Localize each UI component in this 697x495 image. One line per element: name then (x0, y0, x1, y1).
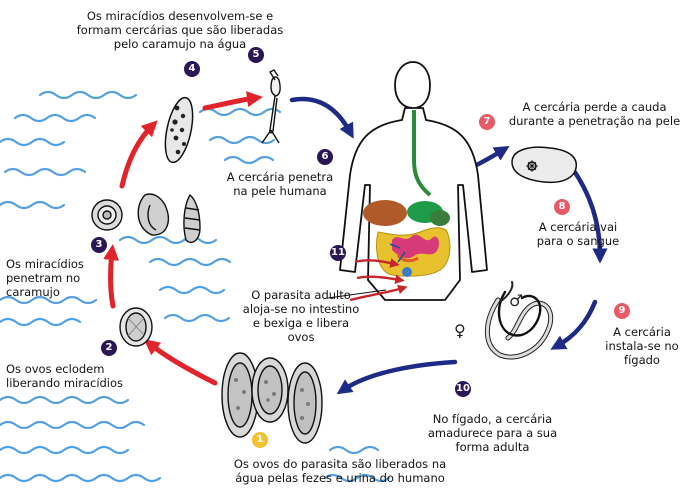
egg-illustrations (222, 353, 322, 443)
step-label-8: A cercária vai para o sangue (518, 220, 638, 248)
female-symbol: ♀ (454, 321, 466, 340)
arrow-snail-to-sporocyst (122, 126, 152, 186)
schistosomulum-illustration (512, 147, 576, 182)
step-label-6: A cercária penetra na pele humana (210, 170, 350, 198)
step-badge-11: 11 (330, 245, 346, 261)
arrow-sporocyst-to-cercaria (205, 98, 255, 108)
step-label-11: O parasita adulto aloja-se no intestino … (226, 288, 376, 344)
step-badge-1: 1 (252, 432, 268, 448)
male-symbol: ♂ (509, 291, 523, 310)
step-badge-3: 3 (91, 237, 107, 253)
human-body-illustration (340, 62, 487, 300)
step-label-7: A cercária perde a cauda durante a penet… (497, 100, 692, 128)
snail-shells (92, 194, 200, 242)
step-badge-10: 10 (455, 381, 471, 397)
step-badge-2: 2 (101, 340, 117, 356)
step-badge-9: 9 (614, 303, 630, 319)
step-label-9: A cercária instala-se no fígado (597, 325, 687, 367)
step-label-4: Os miracídios desenvolvem-se e formam ce… (55, 9, 305, 51)
step-badge-8: 8 (554, 199, 570, 215)
miracidium-illustration (120, 308, 152, 346)
step-label-1: Os ovos do parasita são liberados na águ… (195, 457, 485, 485)
step-badge-4: 4 (184, 61, 200, 77)
cercaria-illustration (262, 70, 280, 143)
arrow-liver-to-eggs (343, 362, 455, 390)
step-badge-6: 6 (317, 149, 333, 165)
sporocyst-illustration (160, 95, 197, 165)
arrow-egg-to-miracidium (150, 344, 215, 383)
step-label-10: No fígado, a cercária amadurece para a s… (420, 412, 565, 454)
arrow-cercaria-to-human (292, 99, 350, 132)
step-label-3: Os miracídios penetram no caramujo (6, 257, 116, 299)
step-label-2: Os ovos eclodem liberando miracídios (6, 362, 156, 390)
arrow-blood-to-liver (557, 302, 595, 346)
step-badge-7: 7 (479, 114, 495, 130)
